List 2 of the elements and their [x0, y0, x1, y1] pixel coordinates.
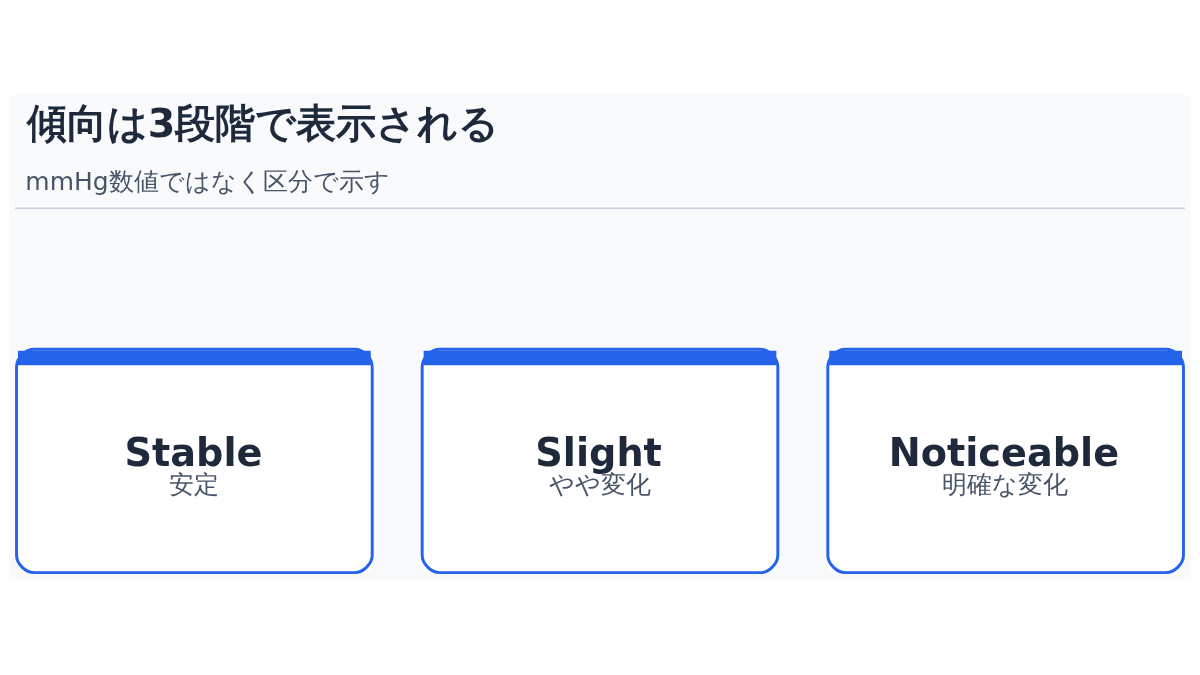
label: mmHg数値ではなく区分で示す	[25, 166, 390, 196]
diagram-title: 傾向は3段階で表示される	[26, 100, 500, 147]
